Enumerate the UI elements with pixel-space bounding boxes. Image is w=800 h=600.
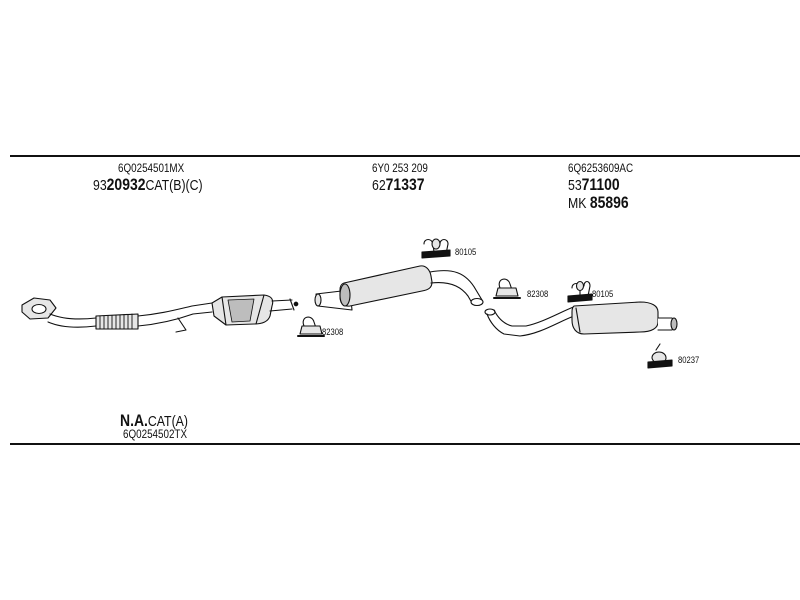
pipe-clamp-left xyxy=(297,316,325,337)
alt-oem-number: 6Q0254502TX xyxy=(123,427,188,441)
pipe-clamp-right xyxy=(493,278,521,299)
mid-oem-number: 6Y0 253 209 xyxy=(372,161,428,175)
clamp-left-label: 82308 xyxy=(322,327,344,337)
rear-oem-number: 6Q6253609AC xyxy=(568,161,634,175)
front-pipe-catalytic-converter xyxy=(21,294,299,333)
front-oem-number: 6Q0254501MX xyxy=(118,161,185,175)
middle-silencer xyxy=(314,265,484,311)
bottom-divider xyxy=(10,443,800,445)
alt-part-number: N.A.CAT(A) xyxy=(120,411,188,430)
mid-part-number: 6271337 xyxy=(372,175,425,194)
rear-part-number: 5371100 xyxy=(568,175,620,194)
clamp-right-label: 82308 xyxy=(527,289,549,299)
top-divider xyxy=(10,155,800,157)
hanger-right-label: 80105 xyxy=(592,289,614,299)
front-part-number: 9320932CAT(B)(C) xyxy=(93,175,203,194)
rear-kit-number: MK 85896 xyxy=(568,193,629,212)
rubber-hanger-right xyxy=(567,280,593,303)
rubber-mount-tail xyxy=(647,343,673,369)
rubber-hanger-top xyxy=(421,238,451,259)
tail-mount-label: 80237 xyxy=(678,355,700,365)
rear-silencer xyxy=(484,301,678,337)
hanger-top-label: 80105 xyxy=(455,247,477,257)
